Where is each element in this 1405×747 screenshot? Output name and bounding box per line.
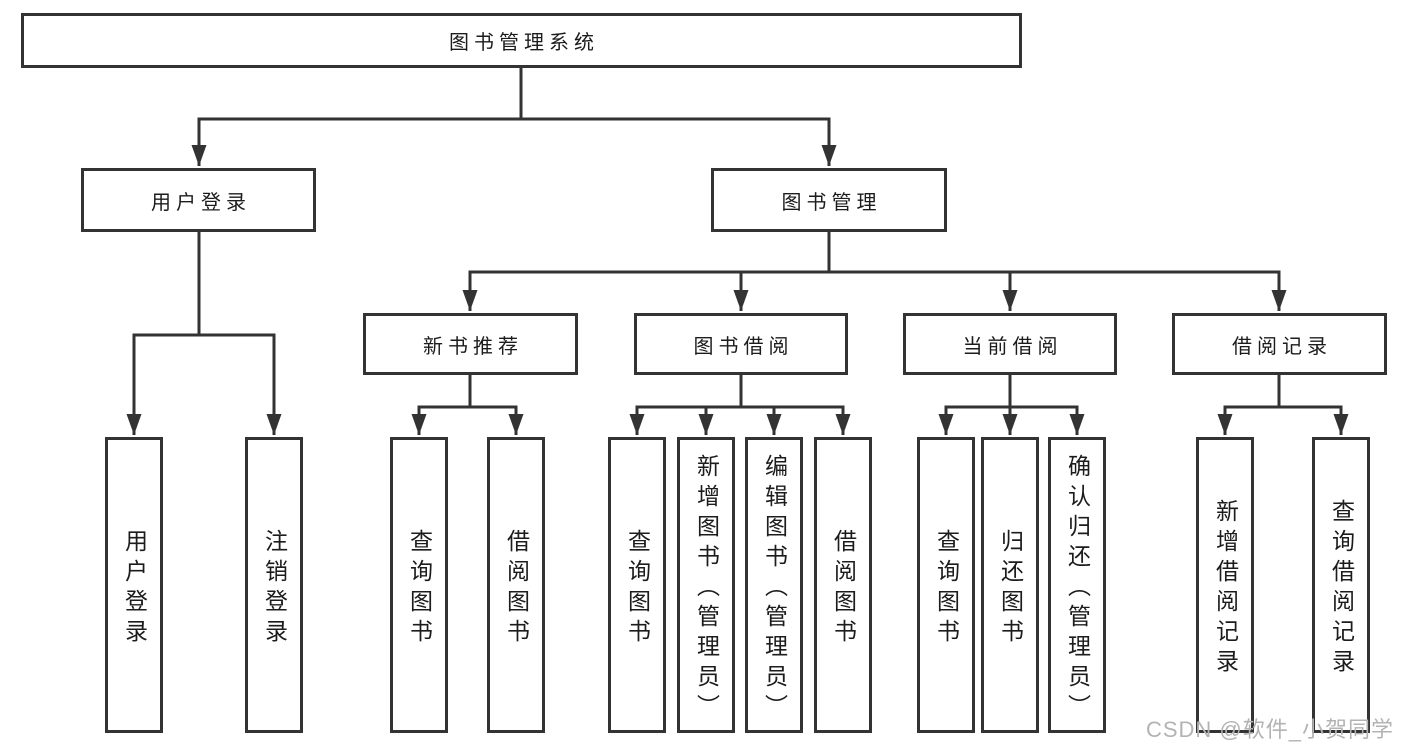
node-label: 图书管理	[781, 191, 882, 214]
leaf-confirm-return-admin: 确认归还（管理员）	[1048, 437, 1106, 733]
node-label: 用户登录	[151, 191, 251, 214]
csdn-watermark: CSDN @软件_小贺同学	[1145, 717, 1394, 742]
leaf-query-borrow-record: 查询借阅记录	[1312, 437, 1370, 733]
node-new-book-recommend: 新书推荐	[363, 313, 578, 375]
node-current-borrowing: 当前借阅	[903, 313, 1117, 375]
node-label: 图书管理系统	[449, 32, 599, 54]
leaf-add-books-admin: 新增图书（管理员）	[677, 437, 735, 733]
leaf-borrow-books-1: 借阅图书	[487, 437, 545, 733]
leaf-borrow-books-2: 借阅图书	[814, 437, 872, 733]
leaf-user-login: 用户登录	[105, 437, 163, 733]
node-book-management: 图书管理	[711, 168, 947, 232]
node-label: 归还图书	[997, 528, 1024, 649]
node-label: 确认归还（管理员）	[1064, 453, 1091, 724]
leaf-query-books-2: 查询图书	[608, 437, 666, 733]
node-label: 查询图书	[933, 528, 960, 649]
node-label: 查询图书	[624, 528, 651, 649]
leaf-query-books-3: 查询图书	[917, 437, 975, 733]
node-label: 新增图书（管理员）	[693, 453, 720, 724]
node-label: 新书推荐	[423, 335, 523, 358]
node-label: 新增借阅记录	[1212, 498, 1239, 679]
leaf-edit-books-admin: 编辑图书（管理员）	[745, 437, 803, 733]
node-label: 用户登录	[121, 528, 148, 649]
node-user-login: 用户登录	[81, 168, 316, 232]
node-label: 借阅记录	[1232, 335, 1332, 358]
node-label: 当前借阅	[962, 335, 1063, 358]
node-label: 借阅图书	[503, 528, 530, 649]
node-book-management-system: 图书管理系统	[21, 13, 1022, 68]
node-label: 注销登录	[261, 528, 288, 649]
node-label: 查询图书	[406, 528, 433, 649]
leaf-add-borrow-record: 新增借阅记录	[1196, 437, 1254, 733]
node-label: 编辑图书（管理员）	[761, 453, 788, 724]
node-label: 借阅图书	[830, 528, 857, 649]
leaf-logout: 注销登录	[245, 437, 303, 733]
node-borrowing-records: 借阅记录	[1172, 313, 1387, 375]
node-book-borrowing: 图书借阅	[634, 313, 848, 375]
node-label: 查询借阅记录	[1328, 498, 1355, 679]
leaf-query-books-1: 查询图书	[390, 437, 448, 733]
leaf-return-books: 归还图书	[981, 437, 1039, 733]
node-label: 图书借阅	[693, 335, 794, 358]
